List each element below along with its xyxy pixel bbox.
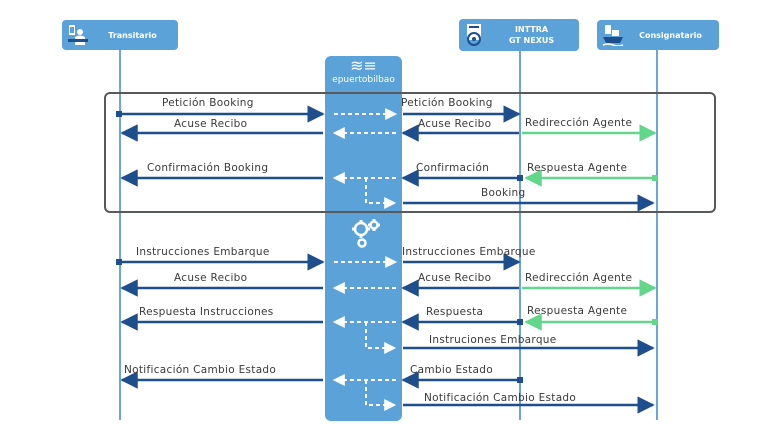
label-redireccion-agente-1: Redirección Agente bbox=[525, 117, 633, 129]
gears-icon bbox=[352, 219, 380, 248]
ship-on-water-icon bbox=[600, 22, 626, 48]
label-booking: Booking bbox=[481, 187, 526, 199]
label-confirmacion: Confirmación bbox=[416, 162, 490, 174]
label-notificacion-cambio-estado-left: Notificación Cambio Estado bbox=[124, 364, 277, 376]
flow-instrucciones-embarque bbox=[116, 253, 521, 271]
label-cambio-estado: Cambio Estado bbox=[410, 364, 493, 376]
actor-inttra-line1: INTTRA bbox=[514, 25, 549, 34]
flow-instruciones-embarque-consignatario bbox=[365, 322, 655, 357]
flow-cambio-estado bbox=[120, 371, 523, 389]
label-respuesta-agente-1: Respuesta Agente bbox=[527, 162, 628, 174]
label-acuse-recibo-1-right: Acuse Recibo bbox=[418, 118, 492, 130]
lifeline-transitario bbox=[119, 50, 121, 420]
flow-booking bbox=[365, 178, 655, 212]
label-peticion-booking-right: Petición Booking bbox=[401, 97, 493, 109]
label-instruciones-embarque: Instruciones Embarque bbox=[429, 334, 557, 346]
flow-respuesta bbox=[120, 313, 658, 331]
label-instrucciones-embarque-left: Instrucciones Embarque bbox=[136, 246, 270, 258]
hub-logo: ≋≡ epuertobilbao bbox=[325, 58, 402, 86]
booking-frame bbox=[104, 92, 716, 213]
ship-wheel-document-icon bbox=[462, 22, 488, 48]
label-peticion-booking-left: Petición Booking bbox=[162, 97, 254, 109]
label-instrucciones-embarque-right: Instrucciones Embarque bbox=[402, 246, 536, 258]
label-respuesta-agente-2: Respuesta Agente bbox=[527, 305, 628, 317]
label-confirmacion-booking: Confirmación Booking bbox=[147, 162, 269, 174]
actor-transitario-label: Transitario bbox=[108, 30, 157, 40]
label-acuse-recibo-2-left: Acuse Recibo bbox=[174, 272, 248, 284]
label-redireccion-agente-2: Redirección Agente bbox=[525, 272, 633, 284]
label-acuse-recibo-2-right: Acuse Recibo bbox=[418, 272, 492, 284]
hub-name: epuertobilbao bbox=[332, 75, 395, 85]
flow-notificacion-cambio-estado bbox=[365, 380, 655, 414]
actor-consignatario: Consignatario bbox=[597, 20, 719, 50]
actor-transitario: Transitario bbox=[62, 20, 178, 50]
label-respuesta-instrucciones: Respuesta Instrucciones bbox=[139, 306, 274, 318]
label-acuse-recibo-1-left: Acuse Recibo bbox=[174, 118, 248, 130]
label-notificacion-cambio-estado-right: Notificación Cambio Estado bbox=[424, 392, 577, 404]
waves-lines-icon: ≋≡ bbox=[350, 56, 377, 75]
actor-consignatario-label: Consignatario bbox=[639, 30, 702, 40]
lifeline-consignatario bbox=[656, 50, 658, 420]
flow-peticion-booking bbox=[116, 105, 521, 123]
label-respuesta: Respuesta bbox=[426, 306, 484, 318]
lifeline-inttra bbox=[519, 50, 521, 420]
actor-inttra-label: INTTRA GT NEXUS bbox=[488, 24, 579, 46]
actor-inttra: INTTRA GT NEXUS bbox=[459, 19, 579, 51]
flow-confirmacion bbox=[120, 169, 658, 187]
actor-inttra-line2: GT NEXUS bbox=[508, 36, 555, 45]
person-at-desk-icon bbox=[65, 22, 91, 48]
